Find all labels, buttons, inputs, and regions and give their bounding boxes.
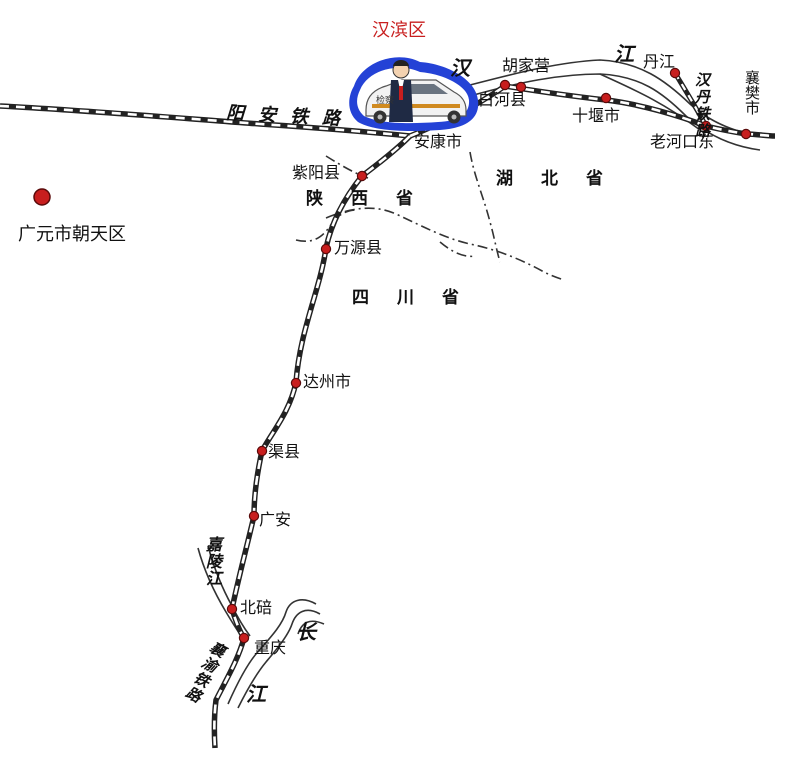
- city-label-guangan: 广安: [259, 510, 292, 529]
- river-label-jiang: 江: [246, 682, 266, 706]
- station-ziyang[interactable]: [356, 170, 368, 182]
- city-label-quxian: 渠县: [268, 442, 301, 461]
- city-label-wanyuan: 万源县: [334, 238, 383, 257]
- station-hujiaying[interactable]: [499, 79, 511, 91]
- city-label-ankang: 安康市: [414, 132, 463, 151]
- river-label-han-jiang: 江: [614, 42, 634, 66]
- city-label-hujiaying: 胡家营: [502, 56, 551, 75]
- city-label-baihe: 白河县: [478, 90, 527, 109]
- river-label-han: 汉: [450, 56, 470, 80]
- station-beibei[interactable]: [226, 603, 238, 615]
- city-label-xiangfan: 襄樊市: [743, 70, 761, 115]
- province-label-shaanxi: 陕西省: [306, 189, 441, 209]
- city-label-chongqing: 重庆: [254, 638, 287, 657]
- city-label-ziyang: 紫阳县: [292, 163, 341, 182]
- station-guangan[interactable]: [248, 510, 260, 522]
- station-dazhou[interactable]: [290, 377, 302, 389]
- legend-label: 广元市朝天区: [18, 224, 126, 245]
- province-label-hubei: 湖北省: [496, 169, 631, 189]
- station-xiangfan[interactable]: [740, 128, 752, 140]
- railway-yangan: [0, 103, 411, 139]
- city-label-danjiang: 丹江: [643, 52, 676, 71]
- city-label-beibei: 北碚: [240, 598, 273, 617]
- station-wanyuan[interactable]: [320, 243, 332, 255]
- stations: [33, 67, 752, 644]
- city-label-shiyan: 十堰市: [572, 106, 621, 125]
- city-label-dazhou: 达州市: [303, 372, 352, 391]
- legend-marker: [33, 188, 51, 206]
- car-door-text: 检察: [376, 96, 395, 106]
- river-label-chang: 长: [296, 620, 316, 644]
- yangtze-river: [227, 599, 325, 709]
- railway-label-handan: 汉丹铁路: [693, 72, 711, 140]
- city-label-laohekoudong: 老河口东: [650, 132, 715, 151]
- police-car-icon[interactable]: [349, 57, 479, 132]
- province-label-sichuan: 四川省: [352, 288, 487, 308]
- river-label-jialing: 嘉陵江: [203, 536, 222, 587]
- station-shiyan[interactable]: [600, 92, 612, 104]
- station-quxian[interactable]: [256, 445, 268, 457]
- station-chongqing[interactable]: [238, 632, 250, 644]
- highlight-district-label: 汉滨区: [372, 20, 426, 41]
- railway-xiangyu-south: [211, 134, 412, 749]
